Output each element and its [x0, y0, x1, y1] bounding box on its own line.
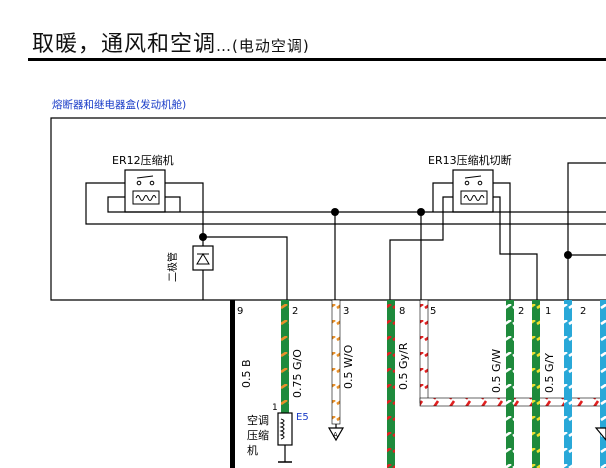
- ground-label: A: [333, 431, 338, 439]
- relay-er13: ER13压缩机切断: [428, 153, 512, 213]
- wire-b: [230, 300, 235, 468]
- junction-dot: [417, 208, 425, 216]
- wire-label: 0.5 G/W: [490, 349, 503, 393]
- pin-label: 9: [237, 306, 243, 317]
- diode-body: [192, 245, 214, 271]
- diode-icon: [196, 253, 210, 265]
- pin-label: 2: [518, 306, 524, 317]
- ground-triangle-icon: [327, 427, 345, 442]
- page-title-sub: …(电动空调): [216, 37, 310, 55]
- wire-bw: [564, 300, 572, 468]
- coil-icon: [279, 418, 285, 440]
- wire-wo: [331, 299, 341, 425]
- ground-a: A: [327, 424, 345, 442]
- ground-triangle-icon: [594, 427, 606, 441]
- relay-er13-coil-icon: [460, 190, 488, 205]
- wire-label: 0.5 Gy/R: [397, 342, 410, 390]
- connector-id: E5: [296, 412, 309, 423]
- diode: 二极管: [166, 245, 214, 282]
- junction-dot: [564, 251, 572, 259]
- connector-label: 压缩: [247, 429, 269, 442]
- relay-er12-contact-icon: [136, 180, 142, 186]
- relay-er13-contact-icon: [464, 180, 470, 186]
- wire-label: 0.5 W/O: [342, 344, 355, 389]
- pin-label: 2: [580, 306, 586, 317]
- relay-er12-label: ER12压缩机: [112, 153, 174, 167]
- wire-gw: [506, 300, 514, 468]
- compressor-clutch-body: [277, 412, 293, 446]
- connector-label: 机: [247, 443, 258, 457]
- wire-wr: [419, 299, 429, 404]
- pin-label: 5: [430, 306, 436, 317]
- wire-label: 0.75 G/O: [291, 349, 304, 398]
- relay-er12-coil-icon: [132, 190, 160, 205]
- diode-label: 二极管: [166, 252, 179, 282]
- fuse-box-label: 熔断器和继电器盒(发动机舱): [52, 98, 186, 111]
- pin-label: 3: [343, 306, 349, 317]
- wire-label: 0.5 B: [240, 359, 253, 388]
- relay-er13-label: ER13压缩机切断: [428, 153, 512, 167]
- junction-dot: [331, 208, 339, 216]
- pin-label: 1: [545, 306, 551, 317]
- relay-er12: ER12压缩机: [112, 153, 174, 213]
- page-title: 取暖，通风和空调…(电动空调): [32, 26, 310, 58]
- title-rule: [28, 58, 606, 61]
- fuse-box-outline: [50, 117, 606, 301]
- wire-go: [281, 300, 289, 414]
- pin-label: 2: [292, 306, 298, 317]
- page-title-main: 取暖，通风和空调: [32, 32, 217, 57]
- wire-bw-edge: [600, 300, 606, 468]
- junction-dot: [199, 233, 207, 241]
- wire-label: 0.5 G/Y: [543, 353, 556, 393]
- wire-gy: [532, 300, 540, 468]
- wire-gyr: [387, 300, 395, 468]
- connector-e5: 1 E5 空调 压缩 机: [247, 403, 309, 463]
- pin-label: 8: [399, 306, 405, 317]
- connector-label: 空调: [247, 413, 269, 427]
- connector-pin: 1: [272, 403, 278, 413]
